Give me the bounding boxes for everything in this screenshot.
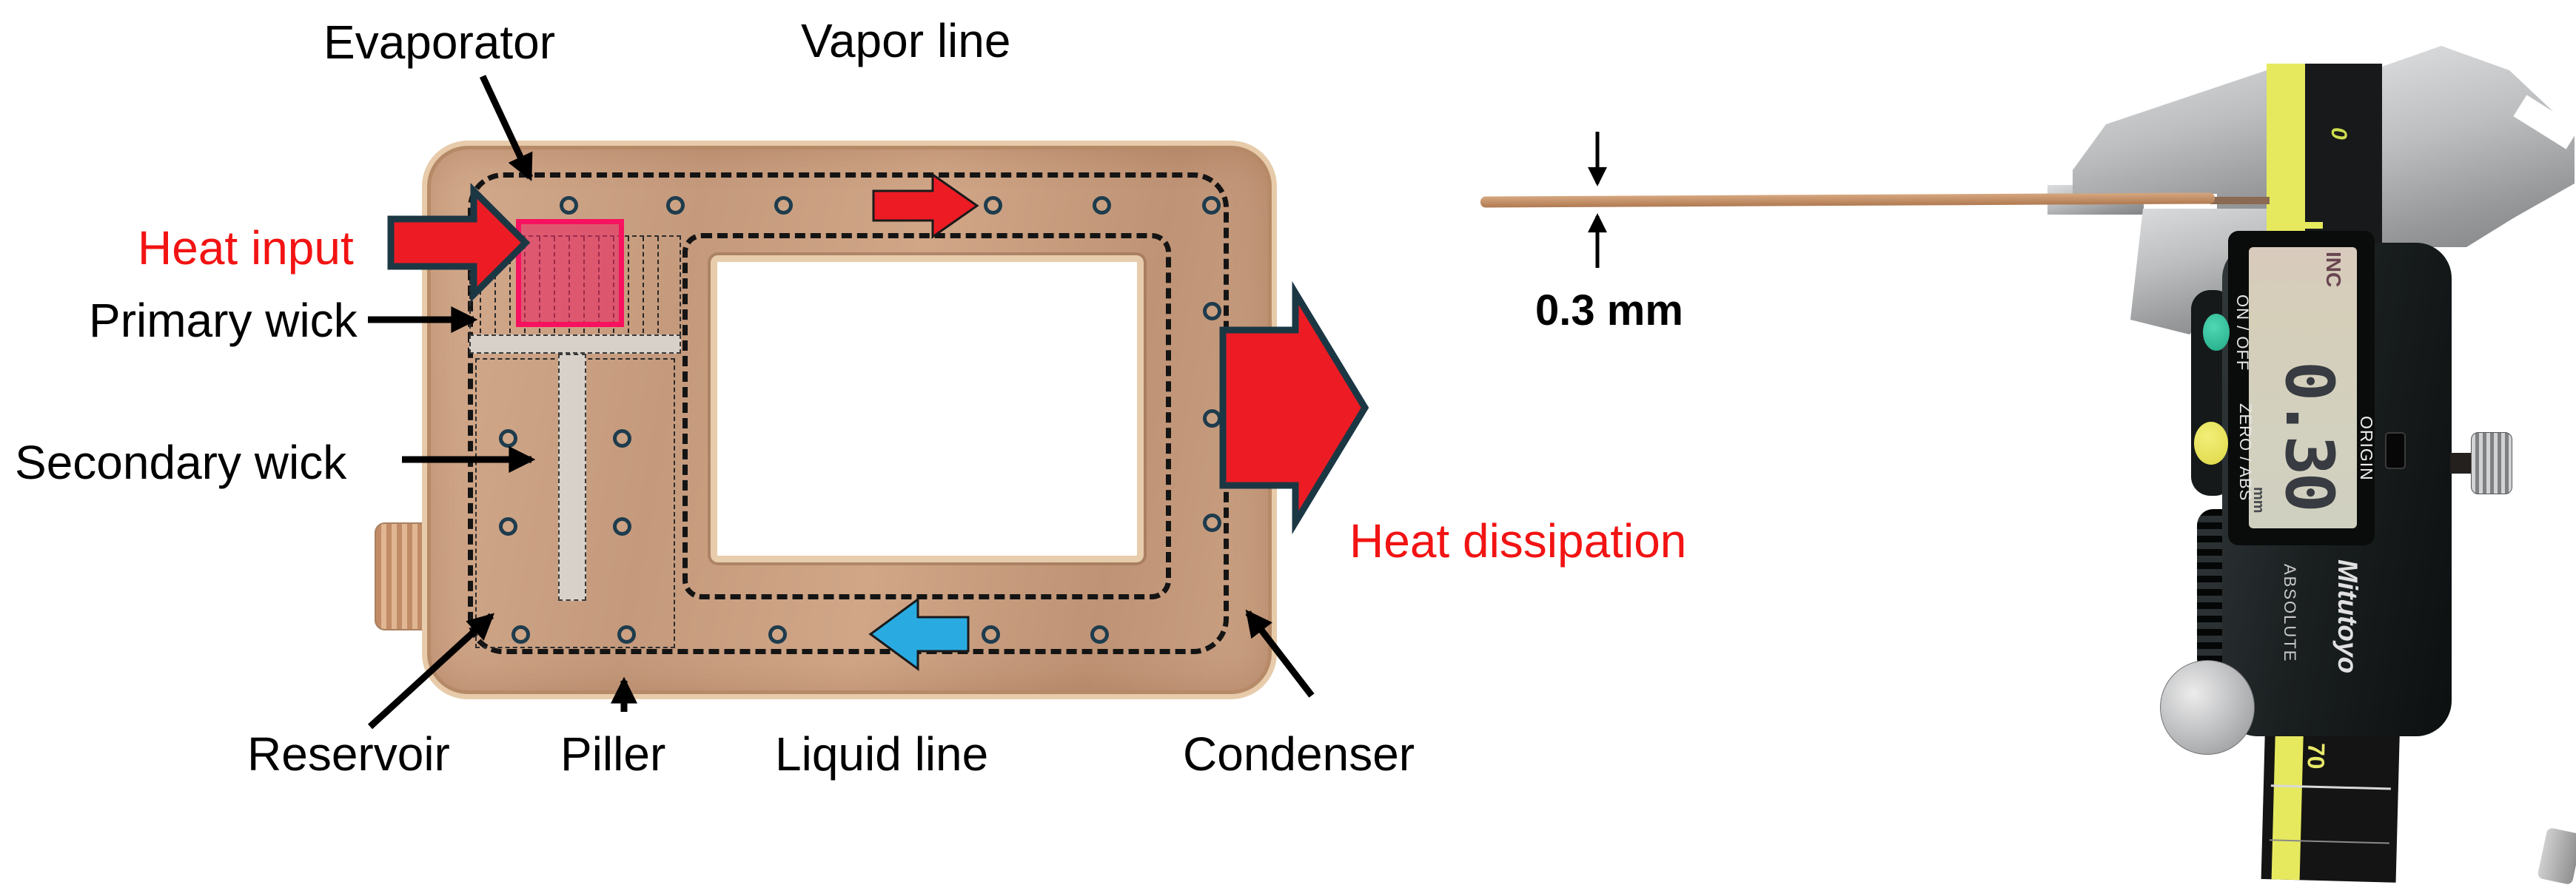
pillar-hole xyxy=(882,196,901,215)
origin-label: ORIGIN xyxy=(2357,416,2376,481)
thumb-roller[interactable] xyxy=(2160,660,2255,755)
flow-channel-inner-boundary xyxy=(682,233,1171,599)
plate-cutout xyxy=(711,255,1144,562)
label-reservoir: Reservoir xyxy=(247,727,450,781)
pillar-hole xyxy=(499,429,517,448)
wick-groove-line xyxy=(509,237,511,333)
caliper-beam-upper xyxy=(2267,64,2382,249)
pillar-hole xyxy=(1202,196,1221,215)
label-liquid-line: Liquid line xyxy=(775,727,989,781)
pillar-hole xyxy=(617,625,636,644)
primary-wick-bar xyxy=(469,334,681,354)
pillar-hole xyxy=(774,196,793,215)
beam-yellow-stripe xyxy=(2267,64,2305,249)
wick-groove-line xyxy=(628,237,629,333)
scale-mark-0: 0 xyxy=(2327,127,2351,140)
label-condenser: Condenser xyxy=(1183,727,1415,781)
pillar-hole xyxy=(768,625,787,644)
pillar-hole xyxy=(982,625,1000,644)
pillar-hole xyxy=(499,517,517,536)
pillar-hole xyxy=(1203,409,1221,428)
pillar-hole xyxy=(666,196,685,215)
pillar-hole xyxy=(613,429,631,448)
wick-groove-line xyxy=(494,237,496,333)
clamp-screw-shaft xyxy=(2450,453,2474,474)
label-evaporator: Evaporator xyxy=(323,16,556,69)
lcd-screen xyxy=(2249,247,2357,528)
label-primary-wick: Primary wick xyxy=(89,294,358,347)
wick-groove-line xyxy=(643,237,644,333)
caliper-movable-jaw xyxy=(2382,46,2575,247)
beam-zero-tick xyxy=(2301,222,2323,229)
zero-abs-button[interactable] xyxy=(2194,422,2228,465)
lcd-reading: 0.30 xyxy=(2270,361,2348,510)
label-heat-dissipation: Heat dissipation xyxy=(1349,514,1687,568)
label-piller: Piller xyxy=(560,727,666,781)
lcd-unit: mm xyxy=(2250,487,2267,514)
origin-button[interactable] xyxy=(2385,432,2406,469)
jaw-notch-gap xyxy=(2047,216,2129,260)
on-off-label: ON / OFF xyxy=(2233,295,2252,371)
pillar-hole xyxy=(613,517,631,536)
depth-rod-tip xyxy=(2537,827,2576,885)
series-label: ABSOLUTE xyxy=(2281,564,2299,663)
caliper-beam-lower: 70 xyxy=(2261,727,2400,883)
label-secondary-wick: Secondary wick xyxy=(15,436,347,489)
label-thickness: 0.3 mm xyxy=(1535,286,1683,334)
pillar-hole xyxy=(1203,514,1221,532)
on-off-button[interactable] xyxy=(2203,314,2230,351)
pillar-hole xyxy=(511,625,530,644)
beam-yellow-stripe-lower xyxy=(2271,727,2304,881)
pillar-hole xyxy=(984,196,1002,215)
lcd-inc-indicator: INC xyxy=(2322,252,2345,288)
scale-mark-70: 70 xyxy=(2302,742,2330,770)
wick-groove-line xyxy=(657,237,659,333)
brand-logo: Mitutoyo xyxy=(2332,559,2363,674)
pillar-hole xyxy=(1090,625,1109,644)
label-vapor-line: Vapor line xyxy=(801,14,1011,67)
heater-area xyxy=(516,219,624,327)
wick-groove-line xyxy=(480,237,481,333)
clamp-screw-knob[interactable] xyxy=(2471,432,2512,494)
secondary-wick-strip xyxy=(558,354,586,601)
sheet-in-jaw-slit xyxy=(2210,197,2270,204)
pillar-hole xyxy=(560,196,578,215)
label-heat-input: Heat input xyxy=(138,221,354,275)
pillar-hole xyxy=(1203,302,1221,320)
pillar-hole xyxy=(1093,196,1111,215)
